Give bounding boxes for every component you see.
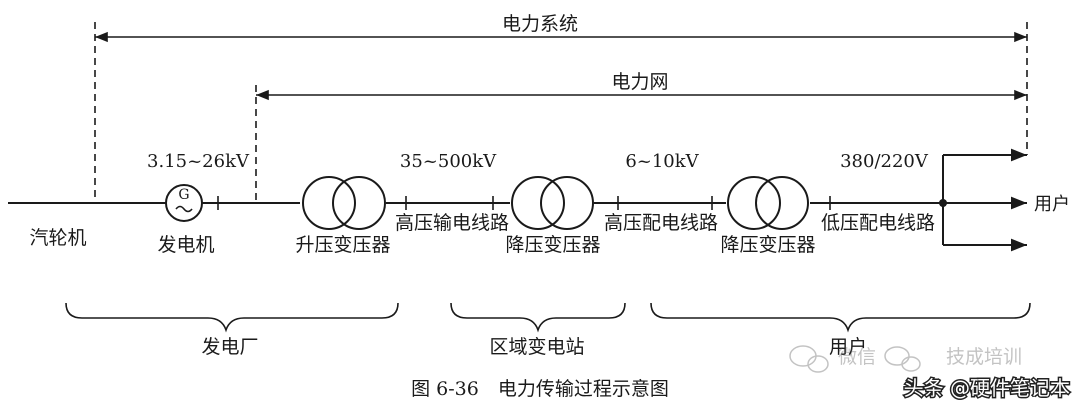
figure-caption: 图 6-36 电力传输过程示意图 [411, 378, 669, 400]
generator-symbol: G [178, 187, 189, 203]
toutiao-watermark: 头条 @硬件笔记本 [904, 376, 1070, 400]
step-up-transformer-icon [302, 176, 386, 230]
voltage-gen-label: 3.15~26kV [147, 151, 250, 172]
wechat-account-label: 技成培训 [946, 346, 1022, 368]
users-brace: 用户 [650, 302, 1031, 358]
step-down-2-label: 降压变压器 [720, 234, 815, 256]
step-up-label: 升压变压器 [295, 234, 390, 256]
lv-line-label: 低压配电线路 [821, 212, 935, 234]
user-output-label: 用户 [1034, 194, 1070, 215]
wechat-icon-2 [884, 346, 921, 372]
line-ticks [217, 196, 831, 210]
wechat-watermark: 微信 技成培训 [789, 345, 1022, 373]
step-down-transformer-2-icon [727, 176, 809, 230]
turbine-label: 汽轮机 [29, 227, 86, 249]
plant-label: 发电厂 [201, 336, 258, 358]
substation-brace: 区域变电站 [450, 302, 626, 358]
step-down-transformer-1-icon [511, 176, 594, 230]
power-grid-span: 电力网 [255, 71, 1027, 203]
voltage-hv-label: 35~500kV [400, 151, 497, 172]
voltage-lv-label: 380/220V [840, 151, 929, 172]
generator-label: 发电机 [157, 234, 214, 256]
generator-icon: G [165, 184, 203, 222]
users-label: 用户 [829, 336, 867, 358]
power-grid-label: 电力网 [611, 71, 668, 93]
step-down-1-label: 降压变压器 [505, 234, 600, 256]
power-system-span: 电力系统 [94, 13, 1028, 203]
wechat-label: 微信 [838, 346, 876, 368]
voltage-mv-label: 6~10kV [625, 151, 699, 172]
power-system-label: 电力系统 [502, 13, 578, 35]
output-branch [939, 148, 1027, 252]
mv-line-label: 高压配电线路 [604, 212, 718, 234]
substation-label: 区域变电站 [489, 336, 584, 358]
plant-brace: 发电厂 [65, 302, 399, 358]
hv-line-label: 高压输电线路 [395, 212, 509, 234]
wechat-icon [789, 345, 829, 373]
